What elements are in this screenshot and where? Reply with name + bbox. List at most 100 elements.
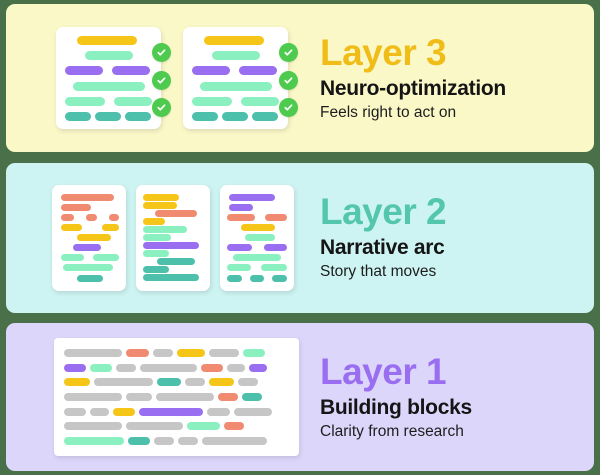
card-row [59, 213, 119, 221]
content-bar [272, 274, 288, 282]
card-row [59, 264, 119, 272]
content-bar [192, 66, 230, 76]
content-bar [204, 36, 264, 45]
content-bar [65, 66, 103, 76]
layer-3-subtitle: Feels right to act on [320, 103, 457, 121]
content-bar [125, 111, 151, 121]
content-bar [125, 392, 152, 401]
content-bar [192, 111, 218, 121]
content-bar [143, 242, 199, 250]
content-bar [143, 225, 187, 233]
content-bar [77, 36, 137, 45]
research-card [53, 338, 299, 456]
content-bar [61, 254, 84, 262]
content-bar [155, 392, 214, 401]
content-bar [233, 407, 272, 416]
content-bar [63, 349, 122, 357]
content-bar [157, 258, 195, 266]
content-bar [229, 193, 275, 201]
content-bar [143, 201, 177, 209]
card-row [63, 436, 289, 445]
layer-2-heading: Narrative arc [320, 236, 445, 259]
content-bar [61, 223, 82, 231]
card-row [65, 51, 152, 61]
content-bar [252, 111, 278, 121]
content-bar [233, 254, 281, 262]
check-circle-icon [279, 43, 298, 62]
content-bar [65, 96, 105, 106]
content-bar [127, 436, 150, 445]
content-bar [112, 66, 150, 76]
content-bar [208, 349, 239, 357]
card-row [143, 242, 203, 250]
content-bar [227, 264, 251, 272]
content-bar [95, 111, 121, 121]
content-bar [73, 244, 101, 252]
check-badge-group [152, 43, 171, 117]
content-bar [89, 407, 109, 416]
content-bar [93, 378, 153, 387]
content-bar [212, 51, 260, 61]
card-row [143, 201, 203, 209]
layer-1-subtitle: Clarity from research [320, 422, 464, 440]
card-row [143, 250, 203, 258]
content-bar [241, 223, 275, 231]
content-bar [261, 264, 287, 272]
content-bar [245, 234, 275, 241]
layer-1-title: Layer 1 [320, 350, 447, 392]
layer-2-illustration [6, 184, 316, 291]
card-row [59, 254, 119, 262]
card-row [227, 203, 287, 211]
content-bar [61, 213, 75, 221]
card-row [227, 213, 287, 221]
content-bar [143, 233, 171, 241]
layer-3-title: Layer 3 [320, 31, 447, 73]
content-bar [125, 422, 183, 431]
content-bar [139, 363, 197, 372]
layer-1-panel: Layer 1 Building blocks Clarity from res… [6, 323, 594, 471]
content-bar [63, 378, 90, 387]
content-bar [86, 213, 97, 221]
content-bar [249, 274, 265, 282]
optimized-card-1 [56, 27, 171, 129]
content-bar [227, 274, 242, 282]
content-bar [217, 392, 238, 401]
card-row [227, 274, 288, 282]
card-row [143, 209, 203, 217]
check-circle-icon [279, 70, 298, 90]
card-row [227, 223, 287, 231]
card-row [192, 111, 279, 121]
content-bar [153, 436, 174, 445]
content-bar [143, 266, 169, 274]
content-bar [156, 378, 181, 387]
card-row [65, 111, 152, 121]
content-bar [115, 363, 136, 372]
content-bar [89, 363, 112, 372]
card-row [227, 193, 287, 201]
content-bar [242, 349, 265, 357]
content-bar [177, 436, 198, 445]
card-row [59, 234, 119, 241]
content-bar [208, 378, 234, 387]
card-row [192, 81, 279, 91]
content-bar [63, 436, 124, 445]
card-row [63, 392, 289, 401]
card-row [63, 349, 289, 357]
layer-2-text: Layer 2 Narrative arc Story that moves [316, 193, 594, 281]
content-bar [152, 349, 173, 357]
layer-3-panel: Layer 3 Neuro-optimization Feels right t… [6, 4, 594, 152]
content-bar [63, 407, 86, 416]
content-bar [264, 213, 287, 221]
check-circle-icon [152, 43, 171, 62]
narrative-card-2 [136, 184, 210, 291]
layer-1-heading: Building blocks [320, 395, 472, 419]
card-row [63, 378, 289, 387]
content-bar [186, 422, 220, 431]
content-bar [223, 422, 244, 431]
layer-1-illustration [6, 338, 316, 456]
content-bar [184, 378, 205, 387]
narrative-card-1 [52, 184, 126, 291]
content-bar [65, 111, 91, 121]
content-bar [101, 223, 119, 231]
card-row [143, 217, 203, 225]
